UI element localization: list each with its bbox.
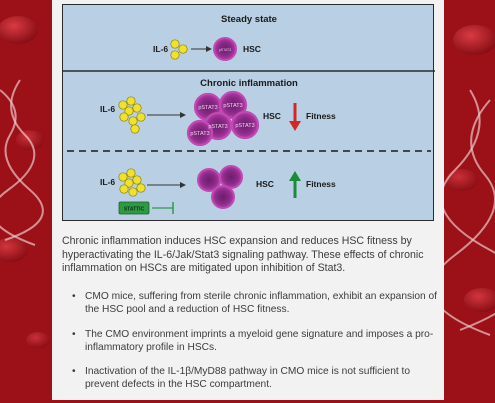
fitness-down-arrow-icon	[289, 103, 301, 131]
hsc-label-inhibited: HSC	[256, 179, 274, 189]
fitness-label-up: Fitness	[306, 179, 336, 189]
svg-text:pSTAT3: pSTAT3	[208, 124, 227, 130]
pathway-diagram: Steady state IL-6 pSTAT3 HSC Chronic inf…	[63, 14, 435, 215]
fitness-label-down: Fitness	[306, 111, 336, 121]
figure-caption: Chronic inflammation induces HSC expansi…	[62, 235, 424, 275]
bullet-icon: •	[72, 328, 76, 340]
bullet-icon: •	[72, 291, 76, 302]
hsc-cells-pstat3: pSTAT3 pSTAT3 pSTAT3 pSTAT3 pSTAT3	[186, 90, 260, 147]
chronic-inflammation-title: Chronic inflammation	[200, 78, 298, 89]
svg-text:STATTIC: STATTIC	[124, 207, 145, 213]
il6-label-chronic: IL-6	[100, 104, 115, 114]
stattic-inhibitor: STATTIC	[118, 201, 150, 215]
key-points-list: •CMO mice, suffering from sterile chroni…	[72, 290, 438, 403]
list-item: •The CMO environment imprints a myeloid …	[72, 328, 434, 353]
list-item: •CMO mice, suffering from sterile chroni…	[72, 291, 437, 316]
il6-label-steady: IL-6	[153, 44, 168, 54]
svg-text:pSTAT3: pSTAT3	[190, 131, 209, 137]
bullet-icon: •	[72, 366, 76, 378]
il6-label-inhibited: IL-6	[100, 177, 115, 187]
svg-text:pSTAT3: pSTAT3	[198, 105, 217, 111]
hsc-label-chronic: HSC	[263, 111, 281, 121]
svg-text:pSTAT3: pSTAT3	[219, 48, 231, 52]
hsc-label-steady: HSC	[243, 44, 261, 54]
steady-state-title: Steady state	[221, 14, 277, 25]
il6-molecules-inhibited	[118, 168, 146, 197]
pathway-figure: Steady state IL-6 pSTAT3 HSC Chronic inf…	[62, 4, 435, 221]
fitness-up-arrow-icon	[289, 171, 301, 198]
svg-text:pSTAT3: pSTAT3	[235, 123, 254, 129]
inhibition-line	[152, 202, 174, 214]
il6-molecules-steady	[170, 39, 188, 60]
svg-text:pSTAT3: pSTAT3	[223, 103, 242, 109]
hsc-cells-inhibited	[197, 165, 243, 209]
il6-molecules-chronic	[118, 96, 146, 134]
hsc-cell-steady: pSTAT3	[213, 37, 237, 61]
list-item: •Inactivation of the IL-1β/MyD88 pathway…	[72, 366, 411, 391]
